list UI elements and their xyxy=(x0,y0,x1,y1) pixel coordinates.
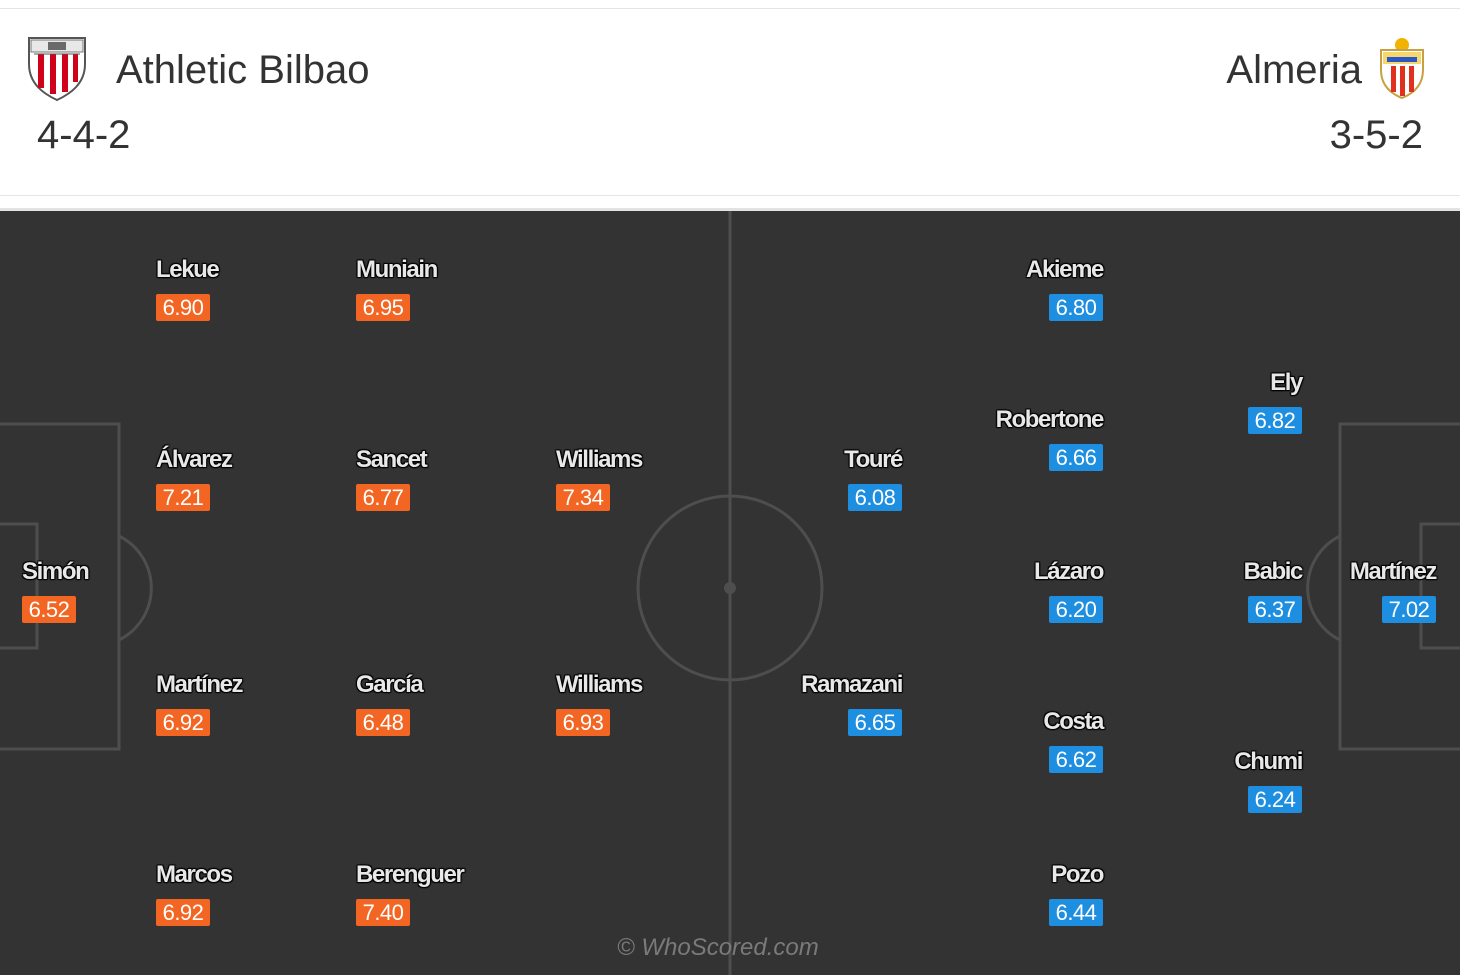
pitch: Simón 6.52 Lekue 6.90 Álvarez 7.21 Martí… xyxy=(0,208,1460,975)
away-player-chumi[interactable]: Chumi 6.24 xyxy=(1234,748,1303,813)
header-top-divider xyxy=(0,8,1460,9)
player-rating: 6.44 xyxy=(1049,899,1103,926)
player-rating: 6.77 xyxy=(356,484,410,511)
player-rating: 6.62 xyxy=(1049,746,1103,773)
player-name: García xyxy=(356,671,424,698)
whoscored-watermark: © WhoScored.com xyxy=(617,934,819,961)
player-rating: 6.48 xyxy=(356,709,410,736)
player-rating: 6.95 xyxy=(356,294,410,321)
home-player-marcos[interactable]: Marcos 6.92 xyxy=(156,861,233,926)
header-bottom-divider xyxy=(0,195,1460,196)
home-player-williams-2[interactable]: Williams 6.93 xyxy=(556,671,643,736)
match-header: Athletic Bilbao 4-4-2 Almeria 3-5-2 xyxy=(0,0,1460,208)
player-name: Lekue xyxy=(156,256,220,283)
player-rating: 6.82 xyxy=(1248,407,1302,434)
player-name: Pozo xyxy=(1051,861,1104,888)
away-player-toure[interactable]: Touré 6.08 xyxy=(844,446,903,511)
player-name: Touré xyxy=(844,446,903,473)
home-player-sancet[interactable]: Sancet 6.77 xyxy=(356,446,428,511)
player-rating: 6.20 xyxy=(1049,596,1103,623)
player-rating: 7.40 xyxy=(356,899,410,926)
away-player-babic[interactable]: Babic 6.37 xyxy=(1243,558,1304,623)
player-name: Ely xyxy=(1270,369,1303,396)
player-rating: 6.65 xyxy=(848,709,902,736)
away-player-akieme[interactable]: Akieme 6.80 xyxy=(1026,256,1104,321)
player-name: Sancet xyxy=(356,446,428,473)
home-player-williams-1[interactable]: Williams 7.34 xyxy=(556,446,643,511)
home-player-berenguer[interactable]: Berenguer 7.40 xyxy=(356,861,465,926)
player-rating: 6.80 xyxy=(1049,294,1103,321)
away-player-lazaro[interactable]: Lázaro 6.20 xyxy=(1034,558,1104,623)
player-name: Chumi xyxy=(1234,748,1303,775)
away-player-pozo[interactable]: Pozo 6.44 xyxy=(1049,861,1104,926)
player-name: Muniain xyxy=(356,256,438,283)
player-rating: 7.21 xyxy=(156,484,210,511)
player-name: Robertone xyxy=(995,406,1105,433)
player-name: Martínez xyxy=(156,671,244,698)
home-player-garcia[interactable]: García 6.48 xyxy=(356,671,424,736)
player-name: Costa xyxy=(1043,708,1104,735)
player-name: Akieme xyxy=(1026,256,1104,283)
athletic-bilbao-crest-icon xyxy=(28,37,86,102)
almeria-crest-icon xyxy=(1380,38,1424,100)
player-rating: 7.34 xyxy=(556,484,610,511)
away-formation: 3-5-2 xyxy=(1329,113,1423,157)
player-rating: 6.24 xyxy=(1248,786,1302,813)
player-rating: 6.92 xyxy=(156,899,210,926)
home-player-alvarez[interactable]: Álvarez 7.21 xyxy=(156,446,233,511)
away-player-ely[interactable]: Ely 6.82 xyxy=(1248,369,1303,434)
player-rating: 6.93 xyxy=(556,709,610,736)
home-team-name[interactable]: Athletic Bilbao xyxy=(116,48,370,92)
home-player-simon[interactable]: Simón 6.52 xyxy=(22,558,90,623)
away-team-name[interactable]: Almeria xyxy=(1226,48,1362,92)
home-player-lekue[interactable]: Lekue 6.90 xyxy=(156,256,220,321)
player-rating: 6.92 xyxy=(156,709,210,736)
player-name: Martínez xyxy=(1349,558,1438,585)
home-formation: 4-4-2 xyxy=(37,113,131,157)
away-player-martinez[interactable]: Martínez 7.02 xyxy=(1349,558,1438,623)
player-name: Williams xyxy=(556,671,643,698)
player-rating: 6.08 xyxy=(848,484,902,511)
player-name: Marcos xyxy=(156,861,233,888)
player-rating: 7.02 xyxy=(1382,596,1436,623)
pitch-markings xyxy=(0,211,1460,975)
away-player-robertone[interactable]: Robertone 6.66 xyxy=(995,406,1105,471)
player-rating: 6.90 xyxy=(156,294,210,321)
away-player-costa[interactable]: Costa 6.62 xyxy=(1043,708,1104,773)
player-name: Williams xyxy=(556,446,643,473)
player-name: Álvarez xyxy=(156,446,233,473)
player-rating: 6.37 xyxy=(1248,596,1302,623)
away-player-ramazani[interactable]: Ramazani 6.65 xyxy=(801,671,903,736)
player-name: Babic xyxy=(1243,558,1304,585)
player-name: Lázaro xyxy=(1034,558,1104,585)
player-rating: 6.52 xyxy=(22,596,76,623)
player-rating: 6.66 xyxy=(1049,444,1103,471)
home-player-martinez[interactable]: Martínez 6.92 xyxy=(156,671,244,736)
home-player-muniain[interactable]: Muniain 6.95 xyxy=(356,256,438,321)
player-name: Ramazani xyxy=(801,671,903,698)
player-name: Berenguer xyxy=(356,861,465,888)
player-name: Simón xyxy=(22,558,90,585)
